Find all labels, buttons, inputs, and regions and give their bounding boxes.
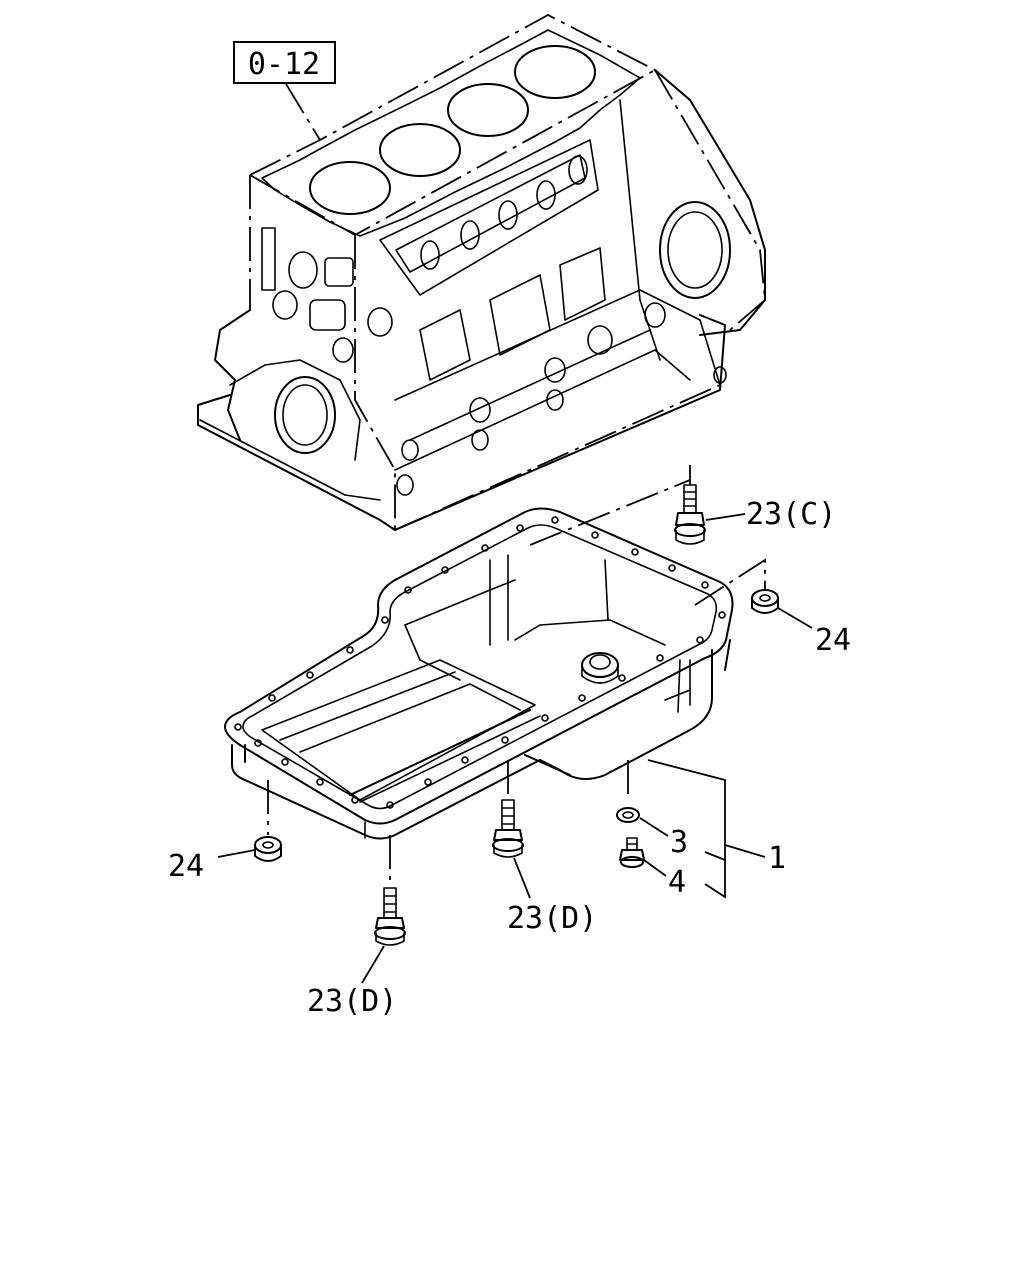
bolt-d-low-icon[interactable]: [374, 887, 406, 946]
reference-box[interactable]: 0-12: [233, 41, 336, 84]
drain-plug-callout[interactable]: 4: [668, 865, 686, 900]
bolt-d-mid-leader: [513, 857, 531, 899]
bolt-c-icon[interactable]: [674, 484, 706, 545]
cylinder-block-icon: [197, 13, 766, 531]
bolt-c-centerline: [529, 479, 691, 546]
washer-callout[interactable]: 3: [670, 825, 688, 860]
oil-pan-icon[interactable]: [224, 507, 734, 840]
nut-right-icon[interactable]: [751, 589, 779, 614]
bolt-d-low-leader: [361, 945, 385, 984]
drain-plug-leader: [643, 859, 667, 877]
bolt-d-mid-icon[interactable]: [492, 799, 524, 858]
nut-left-icon[interactable]: [254, 836, 282, 862]
washer-leader: [639, 817, 669, 837]
nut-right-callout[interactable]: 24: [815, 623, 851, 658]
drain-plug-icon[interactable]: [619, 837, 645, 868]
nut-left-callout[interactable]: 24: [168, 849, 204, 884]
reference-box-label: 0-12: [248, 47, 320, 82]
bolt-c-leader: [705, 513, 746, 521]
reference-leader-line: [285, 83, 321, 141]
bolt-c-callout[interactable]: 23(C): [746, 497, 836, 532]
washer-icon[interactable]: [616, 807, 640, 823]
bolt-d-mid-callout[interactable]: 23(D): [507, 901, 597, 936]
nut-right-leader: [777, 607, 813, 629]
bolt-d-low-callout[interactable]: 23(D): [307, 984, 397, 1019]
nut-left-leader: [217, 849, 256, 858]
assembly-bracket: [647, 759, 766, 899]
nut-right-centerline: [694, 558, 766, 606]
oil-pan-callout[interactable]: 1: [768, 841, 786, 876]
flange-bolt-holes: [234, 516, 726, 809]
